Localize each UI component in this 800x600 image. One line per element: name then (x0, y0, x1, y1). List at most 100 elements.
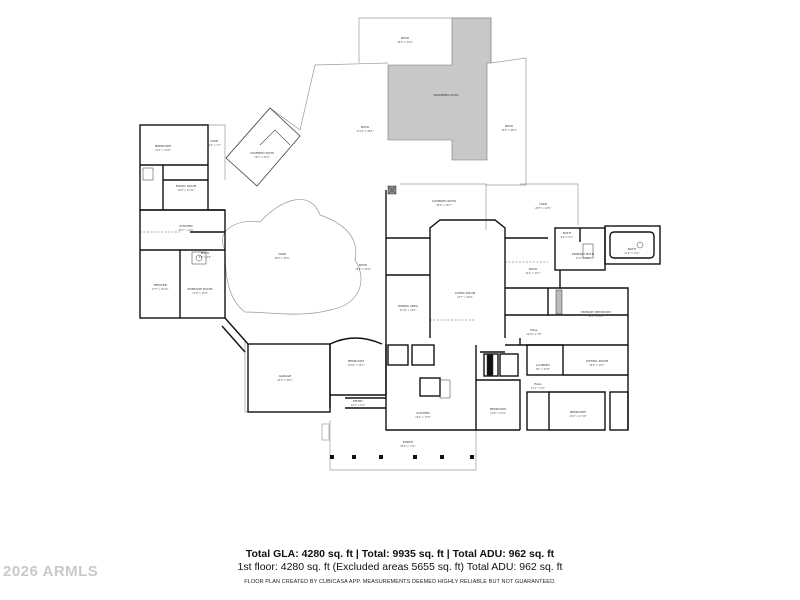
svg-text:BEDROOM: BEDROOM (490, 407, 506, 411)
room-label-swimming-pool: SWIMMING POOL (433, 93, 459, 97)
svg-text:HALL: HALL (534, 382, 542, 386)
svg-text:16'0" x 14'8": 16'0" x 14'8" (588, 315, 604, 318)
svg-text:12'2" x 15'8": 12'2" x 15'8" (155, 149, 171, 152)
fixtures (142, 167, 644, 399)
svg-text:THEATER: THEATER (152, 283, 167, 287)
svg-text:13'10" x 14'7": 13'10" x 14'7" (347, 364, 364, 367)
svg-text:23'0" x 28'1": 23'0" x 28'1" (277, 379, 293, 382)
svg-text:BATH: BATH (628, 247, 636, 251)
svg-text:8'9" x 6'1": 8'9" x 6'1" (561, 236, 574, 239)
svg-text:11'10" x 16'5": 11'10" x 16'5" (399, 309, 416, 312)
svg-text:40'0" x 16'7": 40'0" x 16'7" (436, 204, 452, 207)
svg-text:EXERCISE ROOM: EXERCISE ROOM (188, 287, 213, 291)
covered-patio-nw-shape (225, 107, 301, 187)
svg-text:12'4" x 7'7": 12'4" x 7'7" (207, 144, 221, 147)
svg-text:PORCH: PORCH (403, 440, 413, 444)
disclaimer-text: FLOOR PLAN CREATED BY CUBICASA APP. MEAS… (244, 579, 556, 585)
svg-text:PATIO: PATIO (401, 36, 410, 40)
area-summary-floor: 1st floor: 4280 sq. ft (Excluded areas 5… (237, 561, 563, 573)
svg-text:24'10" x 5'8": 24'10" x 5'8" (526, 333, 542, 336)
svg-text:45'9" x 7'11": 45'9" x 7'11" (400, 445, 416, 448)
porch-columns (330, 455, 474, 459)
svg-text:YARD: YARD (278, 252, 287, 256)
svg-text:SWIMMING POOL: SWIMMING POOL (433, 93, 459, 97)
svg-text:22'4" x 17'6": 22'4" x 17'6" (415, 416, 431, 419)
svg-text:8'1" x 10'8": 8'1" x 10'8" (536, 368, 550, 371)
svg-text:SITTING ROOM: SITTING ROOM (586, 359, 609, 363)
svg-text:PATIO: PATIO (529, 267, 538, 271)
svg-text:9'6" x 4'9": 9'6" x 4'9" (199, 256, 212, 259)
svg-text:13'0" x 13'4": 13'0" x 13'4" (490, 412, 506, 415)
svg-text:11'8" x 16'9": 11'8" x 16'9" (192, 292, 208, 295)
svg-text:FAMILY ROOM: FAMILY ROOM (176, 184, 197, 188)
svg-text:12'9" x 13'2": 12'9" x 13'2" (624, 252, 640, 255)
svg-text:COVERED PATIO: COVERED PATIO (432, 199, 457, 203)
swimming-pool-shape (387, 17, 492, 161)
svg-text:ENTRY: ENTRY (353, 399, 363, 403)
watermark: 2026 ARMLS (3, 563, 99, 580)
svg-text:11'9" x 17'10": 11'9" x 17'10" (569, 415, 586, 418)
svg-text:BEDROOM: BEDROOM (155, 144, 171, 148)
svg-text:15'5" x 46'9": 15'5" x 46'9" (501, 129, 517, 132)
svg-text:HALL: HALL (530, 328, 538, 332)
svg-text:17'5" x 18'10": 17'5" x 18'10" (151, 288, 168, 291)
svg-text:PATIO: PATIO (359, 263, 368, 267)
interior-walls (139, 124, 661, 431)
svg-text:GARAGE: GARAGE (279, 374, 292, 378)
dashed-walls (140, 231, 548, 321)
svg-text:16'6" x 10'7": 16'6" x 10'7" (589, 364, 605, 367)
svg-text:KITCHEN: KITCHEN (417, 411, 430, 415)
svg-text:DECK: DECK (505, 124, 514, 128)
svg-text:10'2" x 11'6": 10'2" x 11'6" (178, 229, 194, 232)
svg-text:16'6" x 36'8": 16'6" x 36'8" (355, 268, 371, 271)
svg-text:29'5" x 12'8": 29'5" x 12'8" (535, 207, 551, 210)
svg-text:21'7" x 30'9": 21'7" x 30'9" (457, 296, 473, 299)
svg-text:9'11" x 9'3": 9'11" x 9'3" (576, 257, 590, 260)
svg-text:KITCHEN: KITCHEN (180, 224, 193, 228)
svg-text:14'6" x 13'11": 14'6" x 13'11" (177, 189, 194, 192)
svg-text:19'1" x 20'3": 19'1" x 20'3" (254, 156, 270, 159)
svg-text:BATH: BATH (563, 231, 571, 235)
svg-text:BEDROOM: BEDROOM (348, 359, 364, 363)
svg-text:DINING AREA: DINING AREA (398, 304, 419, 308)
svg-text:BATH: BATH (201, 251, 209, 255)
svg-text:BEDROOM: BEDROOM (570, 410, 586, 414)
svg-text:YARD: YARD (539, 202, 548, 206)
svg-text:COVERED PATIO: COVERED PATIO (250, 151, 275, 155)
svg-text:36'9" x 36'5": 36'9" x 36'5" (274, 257, 290, 260)
svg-text:LIVING ROOM: LIVING ROOM (455, 291, 476, 295)
svg-text:10'7" x 6'4": 10'7" x 6'4" (351, 404, 365, 407)
area-summary-totals: Total GLA: 4280 sq. ft | Total: 9935 sq.… (245, 548, 555, 560)
